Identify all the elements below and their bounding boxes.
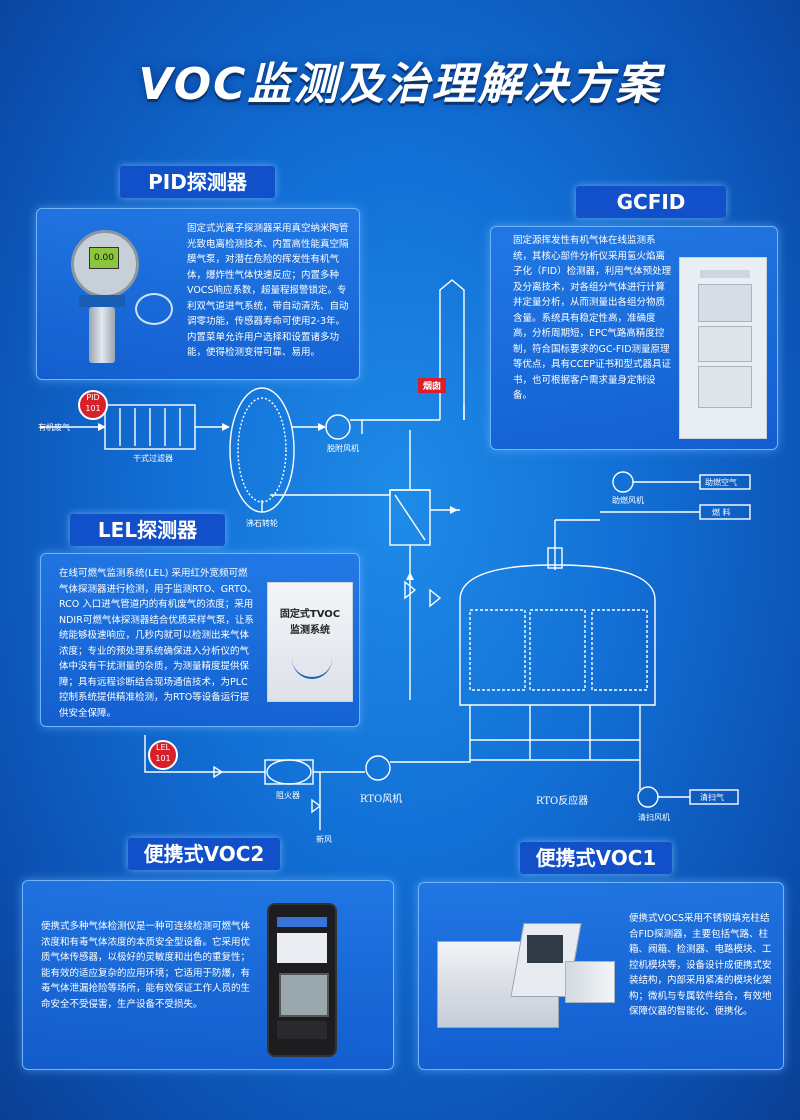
voc2-description: 便携式多种气体检测仪是一种可连续检测可燃气体浓度和有毒气体浓度的本质安全型设备。… (41, 921, 251, 1010)
voc1-panel: 便携式VOCS采用不锈钢填充柱结合FID探测器，主要包括气路、柱箱、阀箱、检测器… (418, 882, 784, 1070)
portable-voc2-image (267, 903, 337, 1057)
label-rto-fan: RTO风机 (360, 794, 403, 805)
pid-heading: PID探测器 (120, 166, 275, 198)
pid-detector-image: 0.00 (51, 225, 173, 365)
label-rto-reactor: RTO反应器 (536, 796, 589, 807)
voc2-heading: 便携式VOC2 (128, 838, 280, 870)
lel-heading: LEL探测器 (70, 514, 225, 546)
voc2-panel: 便携式多种气体检测仪是一种可连续检测可燃气体浓度和有毒气体浓度的本质安全型设备。… (22, 880, 394, 1070)
gcfid-heading: GCFID (576, 186, 726, 218)
portable-voc1-image (437, 921, 615, 1041)
lel-panel: 在线可燃气监测系统(LEL) 采用红外宽频可燃气体探测器进行检测，用于监测RTO… (40, 553, 360, 727)
pid-101-tag: PID 101 (78, 390, 108, 420)
label-blow-fan: 清扫风机 (638, 813, 670, 822)
label-blow-gas: 清扫气 (700, 793, 724, 802)
rto-reactor-shape (459, 564, 656, 706)
label-inlet-gas: 有机废气 (38, 423, 70, 432)
tvoc-box-line2: 监测系统 (290, 625, 330, 636)
tvoc-box-line1: 固定式TVOC (279, 609, 341, 620)
label-combustion-air: 助燃空气 (705, 478, 737, 487)
label-zeolite-wheel: 沸石转轮 (246, 519, 278, 528)
voc1-description: 便携式VOCS采用不锈钢填充柱结合FID探测器，主要包括气路、柱箱、阀箱、检测器… (629, 913, 772, 1017)
label-gas: 燃 料 (712, 508, 731, 517)
page-title: VOC监测及治理解决方案 (138, 59, 662, 110)
tvoc-box-image: 固定式TVOC 监测系统 (267, 582, 353, 702)
pid-panel: 0.00 固定式光离子探测器采用真空纳米陶管光致电离检测技术、内置高性能真空隔膜… (36, 208, 360, 380)
zeolite-wheel-shape (229, 387, 295, 513)
gcfid-panel: 固定源挥发性有机气体在线监测系统，其核心部件分析仪采用氢火焰离子化（FID）检测… (490, 226, 778, 450)
chimney-shape (439, 279, 465, 420)
label-chimney: 烟囱 (418, 378, 447, 393)
voc1-heading: 便携式VOC1 (520, 842, 672, 874)
gcfid-cabinet-image (679, 257, 767, 439)
label-dilution: 新风 (316, 835, 332, 844)
label-dry-filter: 干式过滤器 (133, 454, 173, 463)
desorb-fan-shape (325, 414, 351, 440)
label-combustion-fan: 助燃风机 (612, 496, 644, 505)
pid-description: 固定式光离子探测器采用真空纳米陶管光致电离检测技术、内置高性能真空隔膜气泵，对潜… (187, 223, 349, 358)
pid-display: 0.00 (89, 247, 119, 269)
lel-101-tag: LEL 101 (148, 740, 178, 770)
label-flame-arrester: 阻火器 (276, 791, 300, 800)
gcfid-description: 固定源挥发性有机气体在线监测系统，其核心部件分析仪采用氢火焰离子化（FID）检测… (513, 235, 672, 401)
label-desorb-fan: 脱附风机 (327, 444, 359, 453)
lel-description: 在线可燃气监测系统(LEL) 采用红外宽频可燃气体探测器进行检测，用于监测RTO… (59, 568, 257, 719)
